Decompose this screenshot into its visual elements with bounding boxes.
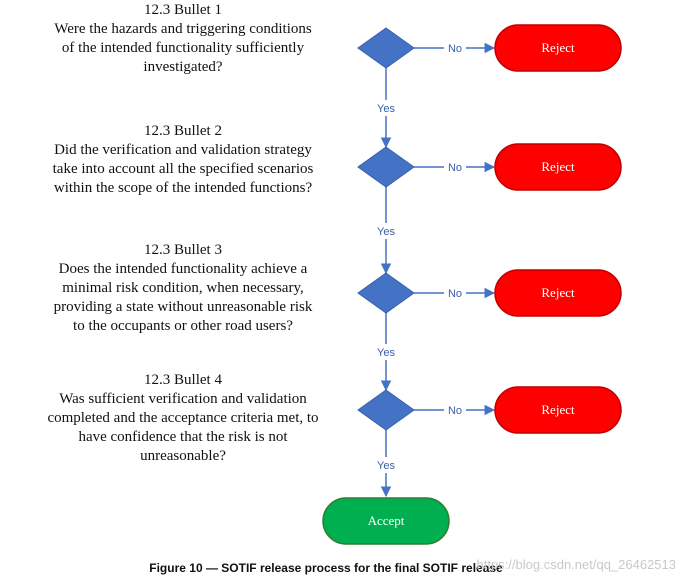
question-1-text: 12.3 Bullet 1 Were the hazards and trigg… — [54, 2, 312, 75]
question-3-line-2: minimal risk condition, when necessary, — [62, 280, 303, 296]
yes-connectors: Yes Yes Yes Yes — [377, 68, 395, 498]
question-2-heading: 12.3 Bullet 2 — [144, 123, 222, 139]
accept-node-shape — [322, 497, 450, 545]
edge-2-no-label: No — [448, 162, 462, 174]
question-4-line-4: unreasonable? — [140, 448, 226, 464]
question-3-line-4: to the occupants or other road users? — [73, 318, 293, 334]
question-2-text: 12.3 Bullet 2 Did the verification and v… — [53, 123, 314, 196]
accept-node: Accept — [322, 497, 450, 545]
edge-3-4-yes-label: Yes — [377, 347, 395, 359]
decision-3-diamond — [357, 272, 415, 314]
question-4-line-1: Was sufficient verification and validati… — [59, 391, 307, 407]
reject-node-1: Reject — [494, 24, 622, 72]
reject-node-2: Reject — [494, 143, 622, 191]
question-3-line-3: providing a state without unreasonable r… — [54, 299, 313, 315]
reject-node-4: Reject — [494, 386, 622, 434]
question-4-text: 12.3 Bullet 4 Was sufficient verificatio… — [47, 372, 318, 464]
reject-node-3-shape — [494, 269, 622, 317]
edge-4-accept-yes-label: Yes — [377, 460, 395, 472]
decision-1-diamond — [357, 27, 415, 69]
reject-node-3-label: Reject — [541, 285, 575, 300]
question-3-heading: 12.3 Bullet 3 — [144, 242, 222, 258]
edge-1-2-yes-label: Yes — [377, 103, 395, 115]
edge-1-no-label: No — [448, 43, 462, 55]
decision-diamonds — [357, 27, 415, 431]
question-1-line-1: Were the hazards and triggering conditio… — [54, 21, 312, 37]
question-3-text: 12.3 Bullet 3 Does the intended function… — [54, 242, 313, 334]
question-1-line-3: investigated? — [143, 59, 222, 75]
figure-caption: Figure 10 — SOTIF release process for th… — [149, 561, 503, 575]
question-1-line-2: of the intended functionality sufficient… — [62, 40, 305, 56]
question-2-line-2: take into account all the specified scen… — [53, 161, 314, 177]
edge-3-no-label: No — [448, 288, 462, 300]
reject-node-4-label: Reject — [541, 402, 575, 417]
question-1-heading: 12.3 Bullet 1 — [144, 2, 222, 18]
question-2-line-1: Did the verification and validation stra… — [54, 142, 312, 158]
no-connectors: No No No No — [414, 42, 496, 417]
accept-node-label: Accept — [368, 513, 405, 528]
reject-node-1-shape — [494, 24, 622, 72]
question-2-line-3: within the scope of the intended functio… — [54, 180, 313, 196]
decision-2-diamond — [357, 146, 415, 188]
reject-node-1-label: Reject — [541, 40, 575, 55]
edge-4-no-label: No — [448, 405, 462, 417]
reject-node-4-shape — [494, 386, 622, 434]
question-3-line-1: Does the intended functionality achieve … — [59, 261, 308, 277]
question-4-line-2: completed and the acceptance criteria me… — [47, 410, 318, 426]
decision-4-diamond — [357, 389, 415, 431]
question-4-line-3: have confidence that the risk is not — [78, 429, 288, 445]
edge-2-3-yes-label: Yes — [377, 226, 395, 238]
question-4-heading: 12.3 Bullet 4 — [144, 372, 222, 388]
reject-node-2-shape — [494, 143, 622, 191]
reject-node-3: Reject — [494, 269, 622, 317]
watermark-text: https://blog.csdn.net/qq_26462513 — [477, 557, 677, 572]
reject-node-2-label: Reject — [541, 159, 575, 174]
